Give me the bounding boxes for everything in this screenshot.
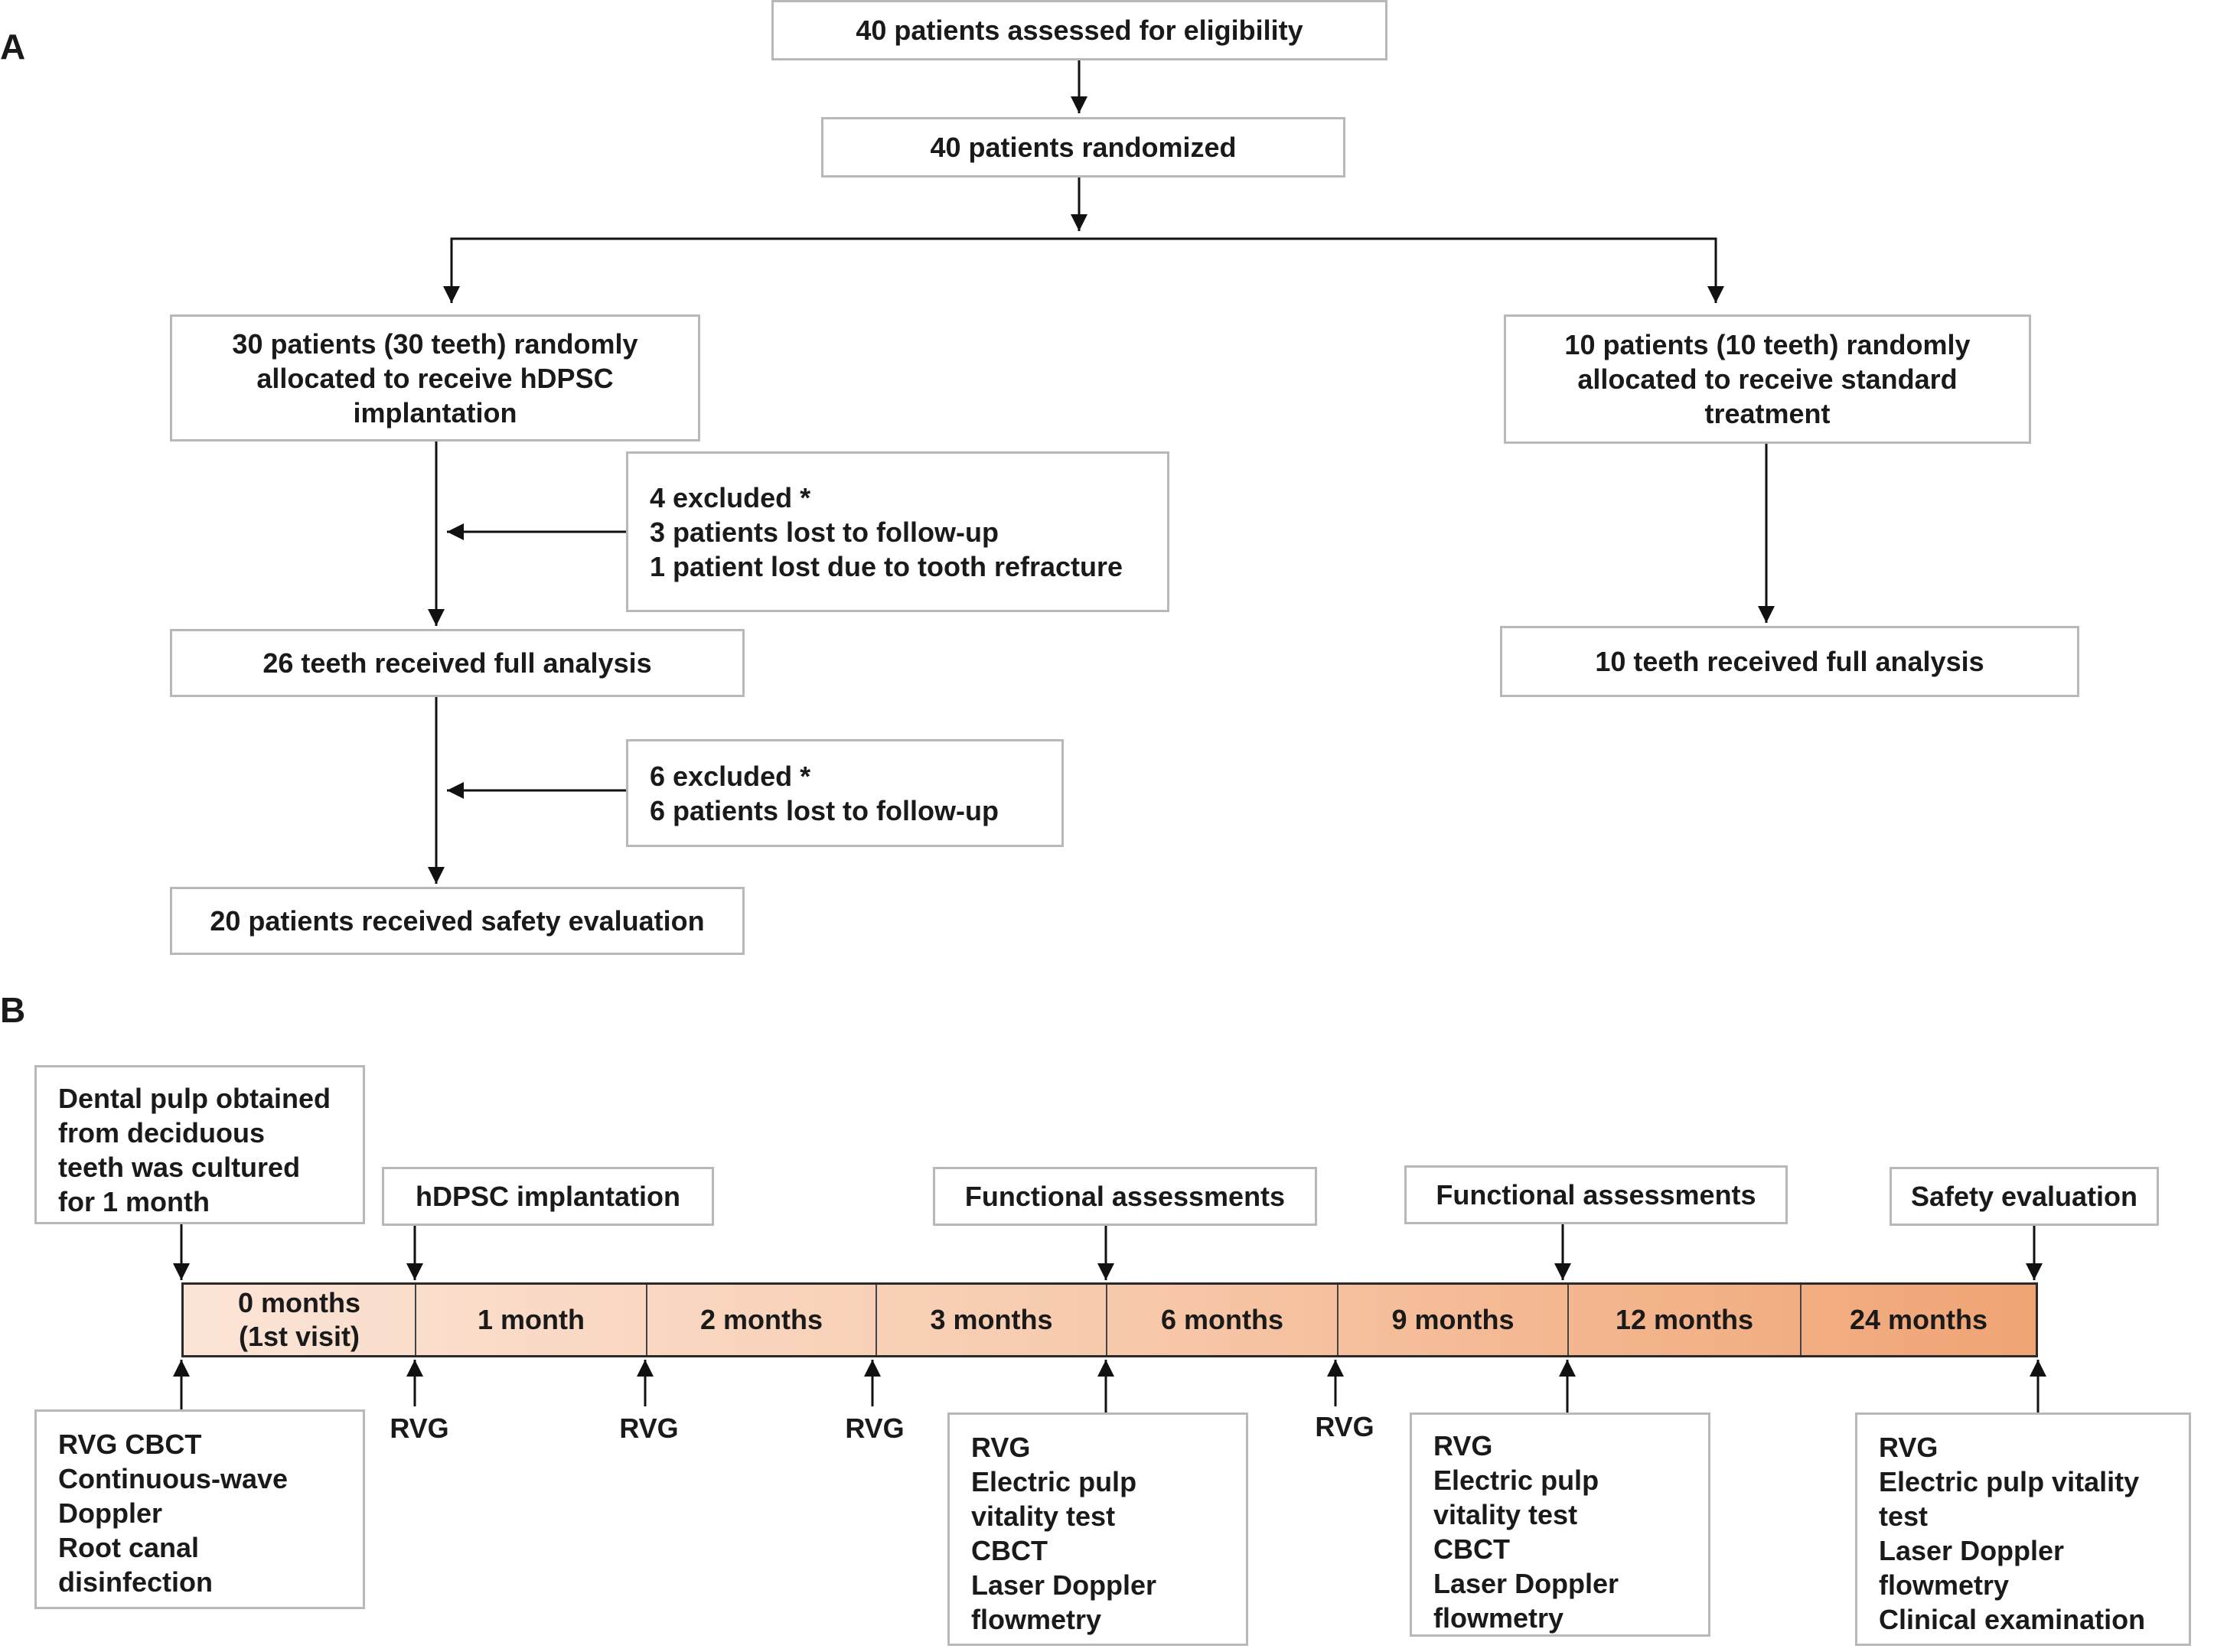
safety-evaluation-text: 20 patients received safety evaluation [210, 905, 705, 937]
timeline-segment-0-months: 0 months (1st visit) [184, 1285, 415, 1355]
timeline-segment-3-months: 3 months [875, 1285, 1106, 1355]
month-24-line-4: Laser Doppler [1879, 1535, 2065, 1566]
excluded-second-box: 6 excluded * 6 patients lost to follow-u… [626, 739, 1064, 847]
timeline-segment-12-label: 12 months [1615, 1304, 1754, 1335]
rvg-label-1-month: RVG [390, 1413, 449, 1444]
month-24-line-1: RVG [1879, 1432, 1938, 1463]
pulp-culture-line-3: teeth was cultured [58, 1152, 301, 1183]
month-12-line-1: RVG [1433, 1430, 1493, 1461]
timeline-segment-0-line-2: (1st visit) [238, 1321, 360, 1352]
month-12-line-4: CBCT [1433, 1533, 1510, 1565]
hdpsc-full-analysis-box: 26 teeth received full analysis [170, 629, 745, 697]
month-24-line-6: Clinical examination [1879, 1604, 2146, 1635]
month-12-line-2: Electric pulp [1433, 1465, 1599, 1496]
hdpsc-arm-box: 30 patients (30 teeth) randomly allocate… [170, 314, 700, 442]
excluded-first-line-3: 1 patient lost due to tooth refracture [650, 550, 1123, 582]
panel-b-label: B [0, 990, 26, 1030]
randomized-box: 40 patients randomized [821, 117, 1345, 178]
month-24-box: RVG Electric pulp vitality test Laser Do… [1855, 1413, 2191, 1646]
month-12-line-3: vitality test [1433, 1499, 1578, 1530]
timeline-segment-1-label: 1 month [478, 1304, 585, 1335]
month-6-line-2: Electric pulp [971, 1466, 1137, 1497]
hdpsc-arm-line-3: implantation [353, 396, 517, 428]
month-12-line-6: flowmetry [1433, 1602, 1564, 1634]
month-6-line-3: vitality test [971, 1500, 1116, 1532]
timeline-segment-6-label: 6 months [1160, 1304, 1283, 1335]
standard-arm-line-2: allocated to receive standard [1577, 363, 1958, 395]
safety-text: Safety evaluation [1910, 1181, 2138, 1212]
hdpsc-full-analysis-text: 26 teeth received full analysis [262, 647, 652, 679]
hdpsc-arm-line-2: allocated to receive hDPSC [256, 362, 614, 394]
pulp-culture-line-4: for 1 month [58, 1186, 210, 1217]
standard-full-analysis-text: 10 teeth received full analysis [1595, 646, 1984, 677]
visit-0-line-1: RVG CBCT [58, 1429, 202, 1460]
panel-a-label: A [0, 27, 26, 67]
standard-arm-line-1: 10 patients (10 teeth) randomly [1564, 329, 1971, 360]
timeline-segment-6-months: 6 months [1106, 1285, 1337, 1355]
safety-evaluation-box: 20 patients received safety evaluation [170, 887, 745, 955]
timeline-segment-12-months: 12 months [1567, 1285, 1800, 1355]
functional-assessments-box-1: Functional assessments [933, 1167, 1317, 1226]
month-24-line-2: Electric pulp vitality [1879, 1466, 2140, 1497]
month-24-line-5: flowmetry [1879, 1569, 2010, 1601]
rvg-label-2-months: RVG [619, 1413, 679, 1444]
visit-0-line-2: Continuous-wave [58, 1463, 289, 1494]
excluded-first-box: 4 excluded * 3 patients lost to follow-u… [626, 451, 1169, 612]
rvg-label-9-months: RVG [1315, 1411, 1374, 1442]
month-6-line-5: Laser Doppler [971, 1569, 1157, 1601]
implantation-box: hDPSC implantation [382, 1167, 714, 1226]
timeline-segment-9-label: 9 months [1391, 1304, 1515, 1335]
standard-arm-box: 10 patients (10 teeth) randomly allocate… [1504, 314, 2031, 444]
visit-0-box: RVG CBCT Continuous-wave Doppler Root ca… [34, 1409, 365, 1609]
month-12-line-5: Laser Doppler [1433, 1568, 1619, 1599]
timeline-segment-0-line-1: 0 months [237, 1287, 360, 1318]
timeline-segment-24-label: 24 months [1849, 1304, 1988, 1335]
eligibility-text: 40 patients assessed for eligibility [856, 15, 1303, 46]
functional-assessments-box-2: Functional assessments [1404, 1165, 1788, 1224]
excluded-second-line-2: 6 patients lost to follow-up [650, 794, 999, 826]
visit-0-line-5: disinfection [58, 1566, 214, 1598]
eligibility-box: 40 patients assessed for eligibility [771, 0, 1387, 60]
timeline-segment-2-months: 2 months [646, 1285, 875, 1355]
month-6-box: RVG Electric pulp vitality test CBCT Las… [947, 1413, 1248, 1646]
functional-assessments-text-2: Functional assessments [1436, 1179, 1756, 1210]
hdpsc-arm-line-1: 30 patients (30 teeth) randomly [232, 327, 638, 360]
visit-0-line-4: Root canal [58, 1532, 200, 1563]
excluded-second-line-1: 6 excluded * [650, 760, 811, 792]
timeline-segment-24-months: 24 months [1800, 1285, 2036, 1355]
implantation-text: hDPSC implantation [415, 1181, 680, 1212]
excluded-first-line-2: 3 patients lost to follow-up [650, 516, 999, 548]
functional-assessments-text-1: Functional assessments [964, 1181, 1286, 1212]
timeline-segment-1-month: 1 month [415, 1285, 646, 1355]
safety-box: Safety evaluation [1890, 1167, 2159, 1226]
timeline-segment-2-label: 2 months [699, 1304, 823, 1335]
timeline-bar: 0 months (1st visit) 1 month 2 months 3 … [181, 1282, 2038, 1357]
pulp-culture-line-1: Dental pulp obtained [58, 1083, 331, 1114]
timeline-segment-3-label: 3 months [930, 1304, 1053, 1335]
timeline-segment-9-months: 9 months [1337, 1285, 1567, 1355]
excluded-first-line-1: 4 excluded * [650, 481, 811, 513]
standard-full-analysis-box: 10 teeth received full analysis [1500, 626, 2079, 697]
visit-0-line-3: Doppler [58, 1497, 163, 1529]
rvg-label-3-months: RVG [845, 1413, 905, 1444]
month-6-line-6: flowmetry [971, 1604, 1102, 1635]
month-6-line-1: RVG [971, 1432, 1031, 1463]
pulp-culture-box: Dental pulp obtained from deciduous teet… [34, 1065, 365, 1224]
month-12-box: RVG Electric pulp vitality test CBCT Las… [1410, 1413, 1710, 1637]
standard-arm-line-3: treatment [1704, 398, 1831, 429]
month-6-line-4: CBCT [971, 1535, 1048, 1566]
pulp-culture-line-2: from deciduous [58, 1117, 266, 1149]
month-24-line-3: test [1879, 1500, 1929, 1532]
randomized-text: 40 patients randomized [930, 132, 1237, 163]
